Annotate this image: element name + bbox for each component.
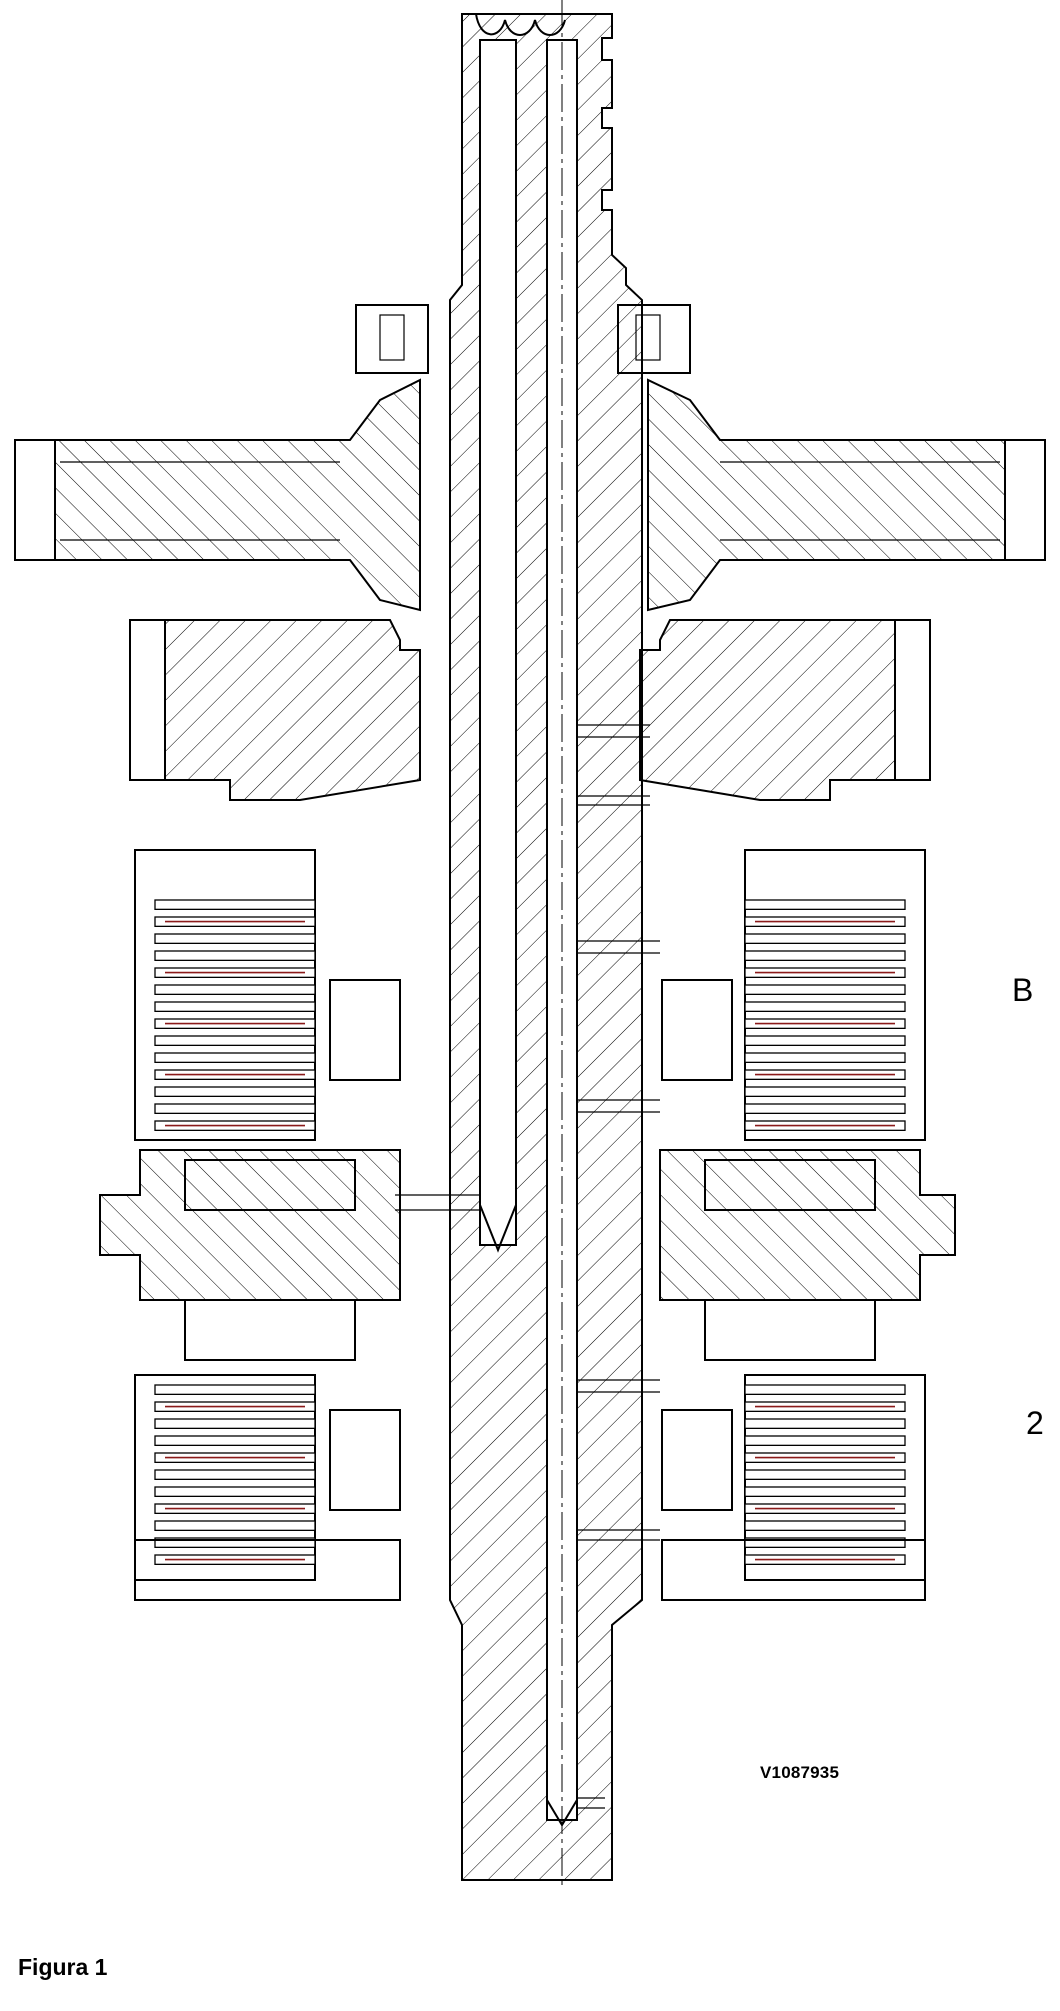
clutch-plate bbox=[744, 1001, 906, 1013]
clutch-plate bbox=[744, 1520, 906, 1532]
clutch-plate bbox=[154, 1035, 316, 1047]
section-label-2: 2 bbox=[1026, 1405, 1044, 1441]
main-shaft bbox=[395, 13, 660, 1881]
clutch-plate bbox=[154, 1103, 316, 1115]
clutch-plate bbox=[744, 1103, 906, 1115]
clutch-plate bbox=[744, 1435, 906, 1447]
clutch-plate bbox=[744, 1486, 906, 1498]
clutch-plate bbox=[744, 984, 906, 996]
clutch-plate bbox=[154, 1001, 316, 1013]
clutch-pack-2 bbox=[134, 1374, 926, 1581]
clutch-plate bbox=[154, 1086, 316, 1098]
clutch-plate bbox=[154, 933, 316, 945]
figure-caption: Figura 1 bbox=[18, 1954, 108, 1980]
clutch-plate bbox=[154, 1537, 316, 1549]
output-flange bbox=[14, 378, 1046, 612]
clutch-plate bbox=[154, 1469, 316, 1481]
clutch-plate bbox=[154, 950, 316, 962]
clutch-plate bbox=[154, 1486, 316, 1498]
clutch-plate bbox=[744, 950, 906, 962]
clutch-plate bbox=[154, 1418, 316, 1430]
clutch-plate bbox=[154, 1052, 316, 1064]
clutch-plate bbox=[744, 1418, 906, 1430]
clutch-plate bbox=[744, 1052, 906, 1064]
central-hub bbox=[99, 1149, 956, 1361]
clutch-plate bbox=[154, 1384, 316, 1396]
clutch-plate bbox=[744, 933, 906, 945]
clutch-plate bbox=[154, 899, 316, 911]
clutch-plate bbox=[744, 1035, 906, 1047]
bearing-caps bbox=[355, 304, 691, 374]
upper-housing bbox=[129, 619, 931, 801]
clutch-plate bbox=[744, 1086, 906, 1098]
clutch-plate bbox=[154, 984, 316, 996]
clutch-plate bbox=[154, 1520, 316, 1532]
clutch-plate bbox=[744, 1384, 906, 1396]
drawing-reference-code: V1087935 bbox=[760, 1763, 840, 1782]
clutch-plate bbox=[744, 1469, 906, 1481]
clutch-plate bbox=[154, 1435, 316, 1447]
clutch-pack-b bbox=[134, 849, 926, 1141]
lower-housing bbox=[134, 1539, 926, 1601]
clutch-plate bbox=[744, 899, 906, 911]
section-label-b: B bbox=[1012, 972, 1034, 1008]
clutch-plate bbox=[744, 1537, 906, 1549]
